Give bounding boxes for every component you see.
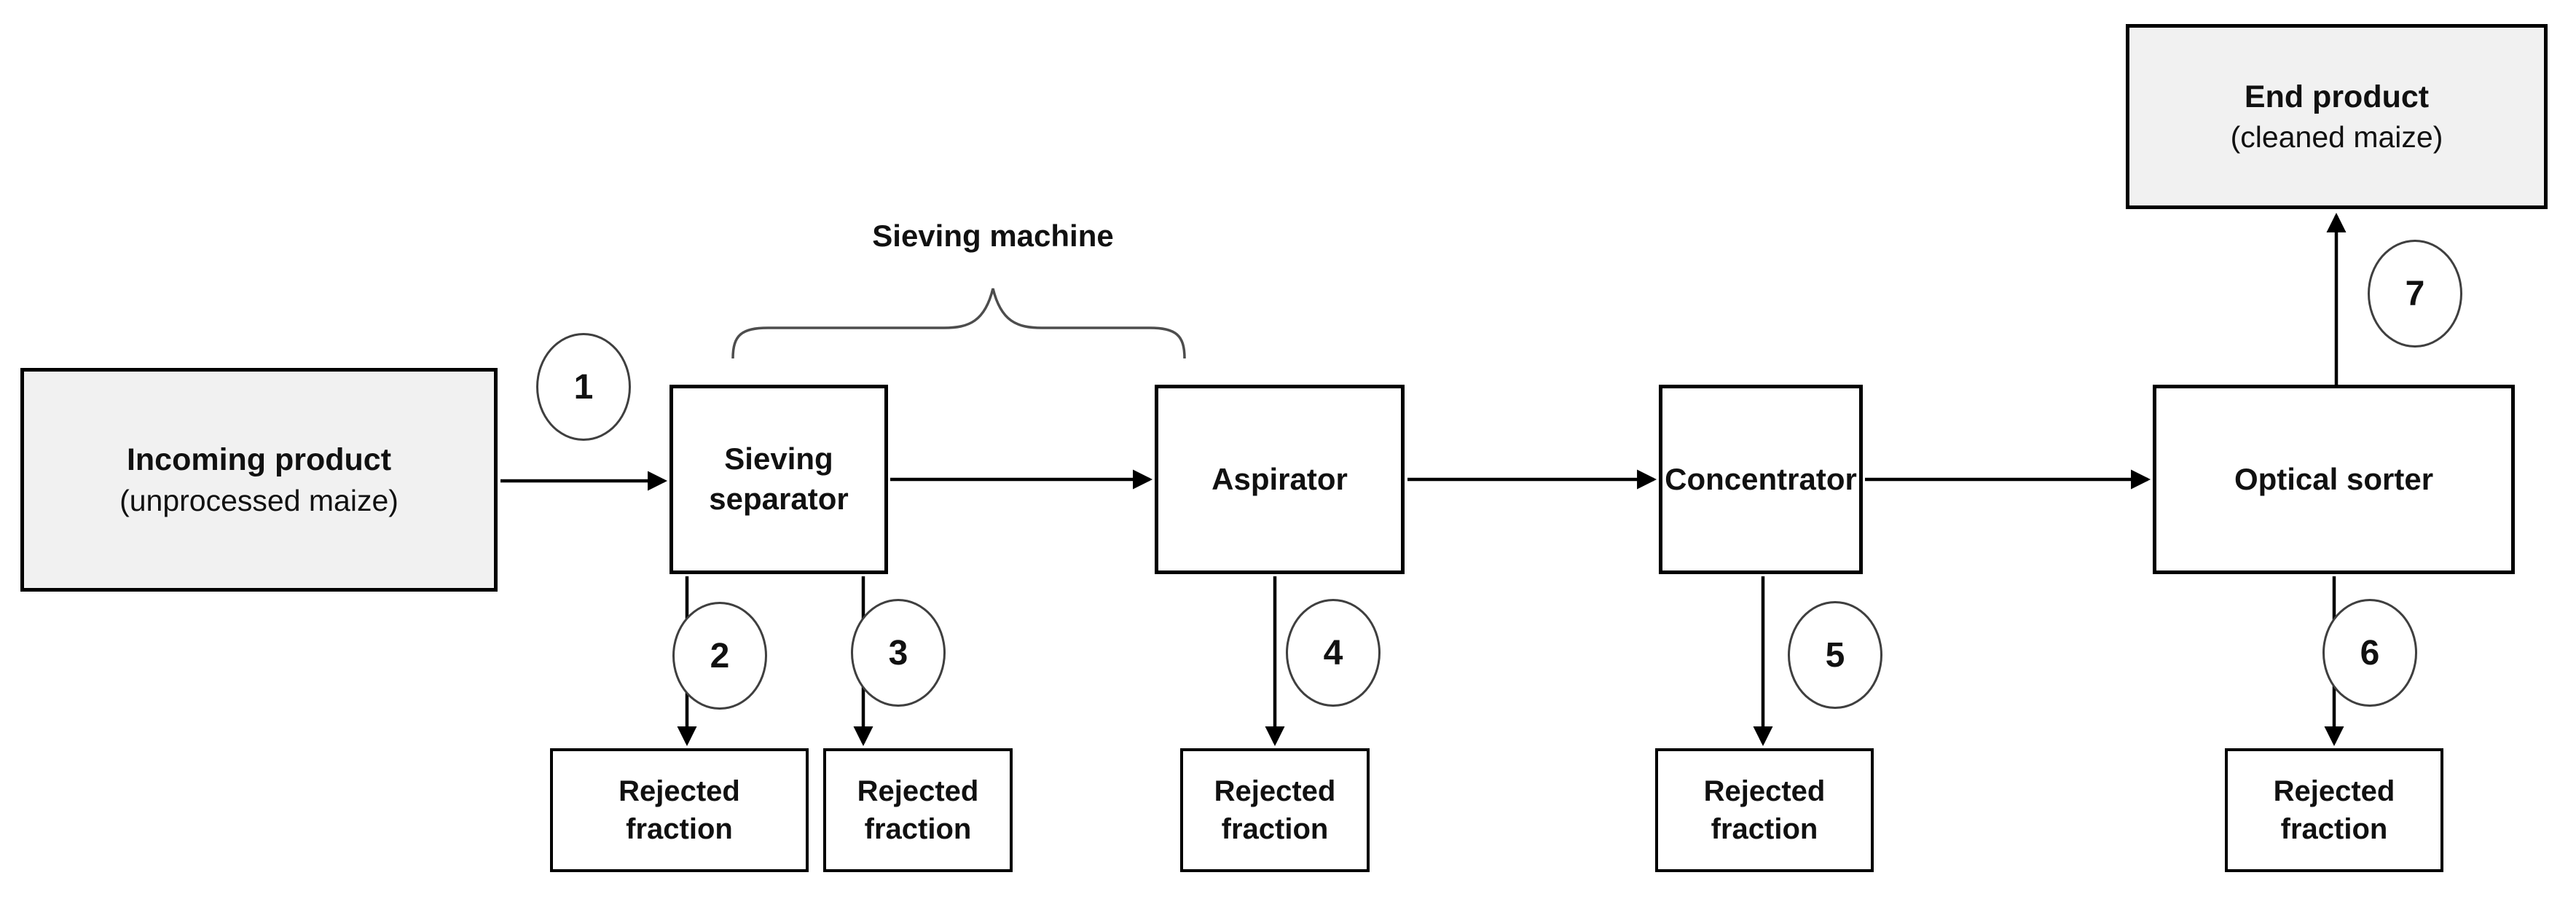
rejected-label-line2: fraction: [2280, 813, 2388, 845]
step-circle-7: 7: [2368, 240, 2462, 348]
rejected-label-line1: Rejected: [857, 775, 979, 807]
concentrator-label: Concentrator: [1665, 461, 1857, 496]
step-circle-2: 2: [672, 602, 767, 710]
rejected-label-line2: fraction: [1711, 813, 1818, 845]
rejected-label-line1: Rejected: [1214, 775, 1336, 807]
aspirator-label: Aspirator: [1212, 461, 1348, 496]
step-circle-1: 1: [536, 333, 631, 441]
rejected-label-line2: fraction: [626, 813, 733, 845]
rejected-fraction-box-2: Rejected fraction: [823, 748, 1013, 872]
end-product-title: End product: [2244, 79, 2430, 114]
incoming-product-box: Incoming product (unprocessed maize): [20, 368, 498, 592]
sieving-machine-label: Sieving machine: [872, 219, 1114, 253]
rejected-fraction-box-5: Rejected fraction: [2225, 748, 2443, 872]
step-circle-5: 5: [1788, 601, 1882, 709]
rejected-label-line2: fraction: [864, 813, 972, 845]
sieving-separator-label-line1: Sieving: [724, 442, 833, 477]
step-circle-4: 4: [1286, 599, 1381, 707]
sieving-machine-brace: [731, 288, 1186, 359]
incoming-product-title: Incoming product: [126, 442, 392, 478]
aspirator-box: Aspirator: [1155, 385, 1405, 574]
end-product-box: End product (cleaned maize): [2126, 24, 2548, 209]
sieving-separator-box: Sieving separator: [669, 385, 888, 574]
incoming-product-subtitle: (unprocessed maize): [119, 483, 398, 517]
step-circle-3: 3: [851, 599, 946, 707]
concentrator-box: Concentrator: [1659, 385, 1863, 574]
step-circle-6: 6: [2322, 599, 2417, 707]
rejected-label-line1: Rejected: [619, 775, 740, 807]
rejected-fraction-box-3: Rejected fraction: [1180, 748, 1370, 872]
rejected-label-line1: Rejected: [1703, 775, 1826, 807]
rejected-label-line2: fraction: [1221, 813, 1329, 845]
optical-sorter-box: Optical sorter: [2153, 385, 2515, 574]
optical-sorter-label: Optical sorter: [2234, 461, 2434, 496]
rejected-label-line1: Rejected: [2273, 775, 2395, 807]
sieving-separator-label-line2: separator: [709, 482, 849, 516]
rejected-fraction-box-1: Rejected fraction: [550, 748, 809, 872]
rejected-fraction-box-4: Rejected fraction: [1655, 748, 1874, 872]
end-product-subtitle: (cleaned maize): [2230, 120, 2443, 154]
